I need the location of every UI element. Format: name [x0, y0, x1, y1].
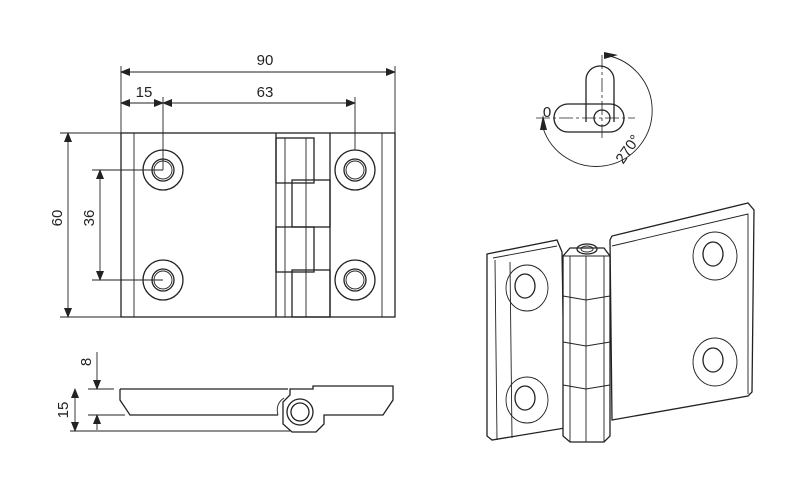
dim-plate-thickness: 8	[78, 358, 95, 366]
hole-bottom-right	[334, 259, 376, 301]
side-view: 8 15	[55, 352, 394, 433]
isometric-view	[486, 202, 755, 443]
dim-hole-spacing-horizontal: 63	[257, 84, 274, 101]
hole-top-right	[334, 149, 376, 191]
top-view: 90 15 63 60 36	[49, 52, 396, 318]
iso-hole-right-top	[692, 231, 738, 281]
dim-hole-spacing-vertical: 36	[81, 210, 98, 227]
rotation-start-label: 0	[543, 104, 551, 121]
dim-overall-height: 60	[49, 210, 66, 227]
iso-hole-left-bottom	[505, 376, 549, 424]
dim-edge-to-hole: 15	[136, 84, 153, 101]
iso-hole-left-top	[505, 264, 549, 312]
dim-total-thickness: 15	[55, 402, 72, 419]
iso-hole-right-bottom	[692, 337, 738, 387]
rotation-angle-label: 270°	[612, 132, 644, 167]
dim-overall-width: 90	[257, 52, 274, 69]
rotation-detail: 0 270°	[536, 52, 653, 167]
